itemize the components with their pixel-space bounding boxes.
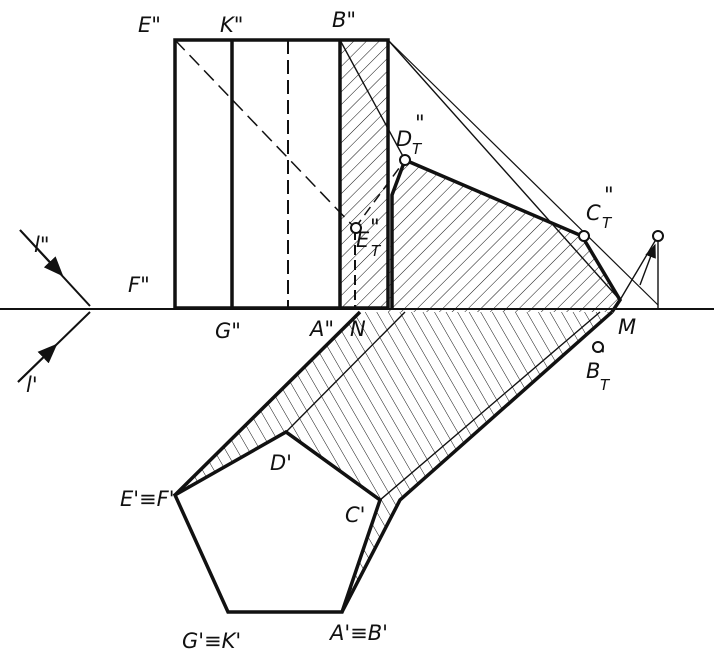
label-l2: l" — [34, 233, 50, 257]
plan-edge-dashed — [285, 430, 381, 502]
hatched-shadow-section — [388, 160, 620, 312]
shadow-front-outline — [390, 157, 623, 313]
shadow-plan-outline-right — [340, 310, 614, 613]
label-ct-mark: " — [604, 183, 614, 207]
label-bt-sub: T — [600, 376, 611, 394]
dashed-ray-2 — [354, 159, 406, 229]
label-l1: l' — [26, 373, 38, 397]
label-e2: E" — [138, 13, 161, 37]
aux-triangle — [619, 233, 659, 308]
label-ct-sub: T — [602, 214, 613, 232]
label-f2: F" — [128, 273, 150, 297]
point-aux — [652, 230, 664, 242]
dashed-light-ray — [174, 39, 356, 229]
label-gk1: G'≡K' — [182, 629, 241, 653]
point-ct — [578, 230, 590, 242]
label-et-sub: T — [371, 242, 382, 260]
light-ray-2 — [339, 39, 406, 161]
label-n: N — [350, 317, 366, 341]
label-m: M — [618, 315, 636, 339]
label-ct: C — [586, 201, 601, 225]
label-b2: B" — [332, 8, 356, 32]
label-k2: K" — [220, 13, 243, 37]
point-bt — [592, 341, 604, 353]
label-et: E — [356, 228, 370, 252]
aux-arrow — [639, 243, 656, 286]
light-ray-1 — [387, 39, 621, 301]
arrow-head-front — [19, 229, 64, 277]
pentagon-plan — [172, 429, 383, 614]
label-bt: B — [586, 359, 600, 383]
label-bt-mark: ' — [600, 343, 606, 367]
label-dt-mark: " — [415, 111, 425, 135]
label-a2: A" — [308, 317, 334, 341]
label-c1: C' — [345, 503, 365, 527]
label-et-mark: " — [370, 215, 380, 239]
label-ef1: E'≡F' — [120, 487, 175, 511]
label-dt: D — [396, 127, 412, 151]
plan-ray-c — [379, 311, 601, 501]
hatched-shadow-front — [340, 40, 388, 308]
label-ab1: A'≡B' — [328, 621, 388, 645]
plan-ray-d — [285, 311, 406, 433]
label-dt-sub: T — [412, 140, 423, 158]
shadow-plan-outline — [173, 310, 362, 497]
label-g2: G" — [215, 319, 241, 343]
point-dt — [399, 154, 411, 166]
point-et — [350, 222, 362, 234]
hatched-shadow-plan — [175, 312, 610, 612]
prism-front-outline — [173, 38, 390, 310]
light-ray-3 — [387, 39, 659, 306]
arrow-head-plan — [17, 343, 58, 383]
label-d1: D' — [270, 451, 292, 475]
